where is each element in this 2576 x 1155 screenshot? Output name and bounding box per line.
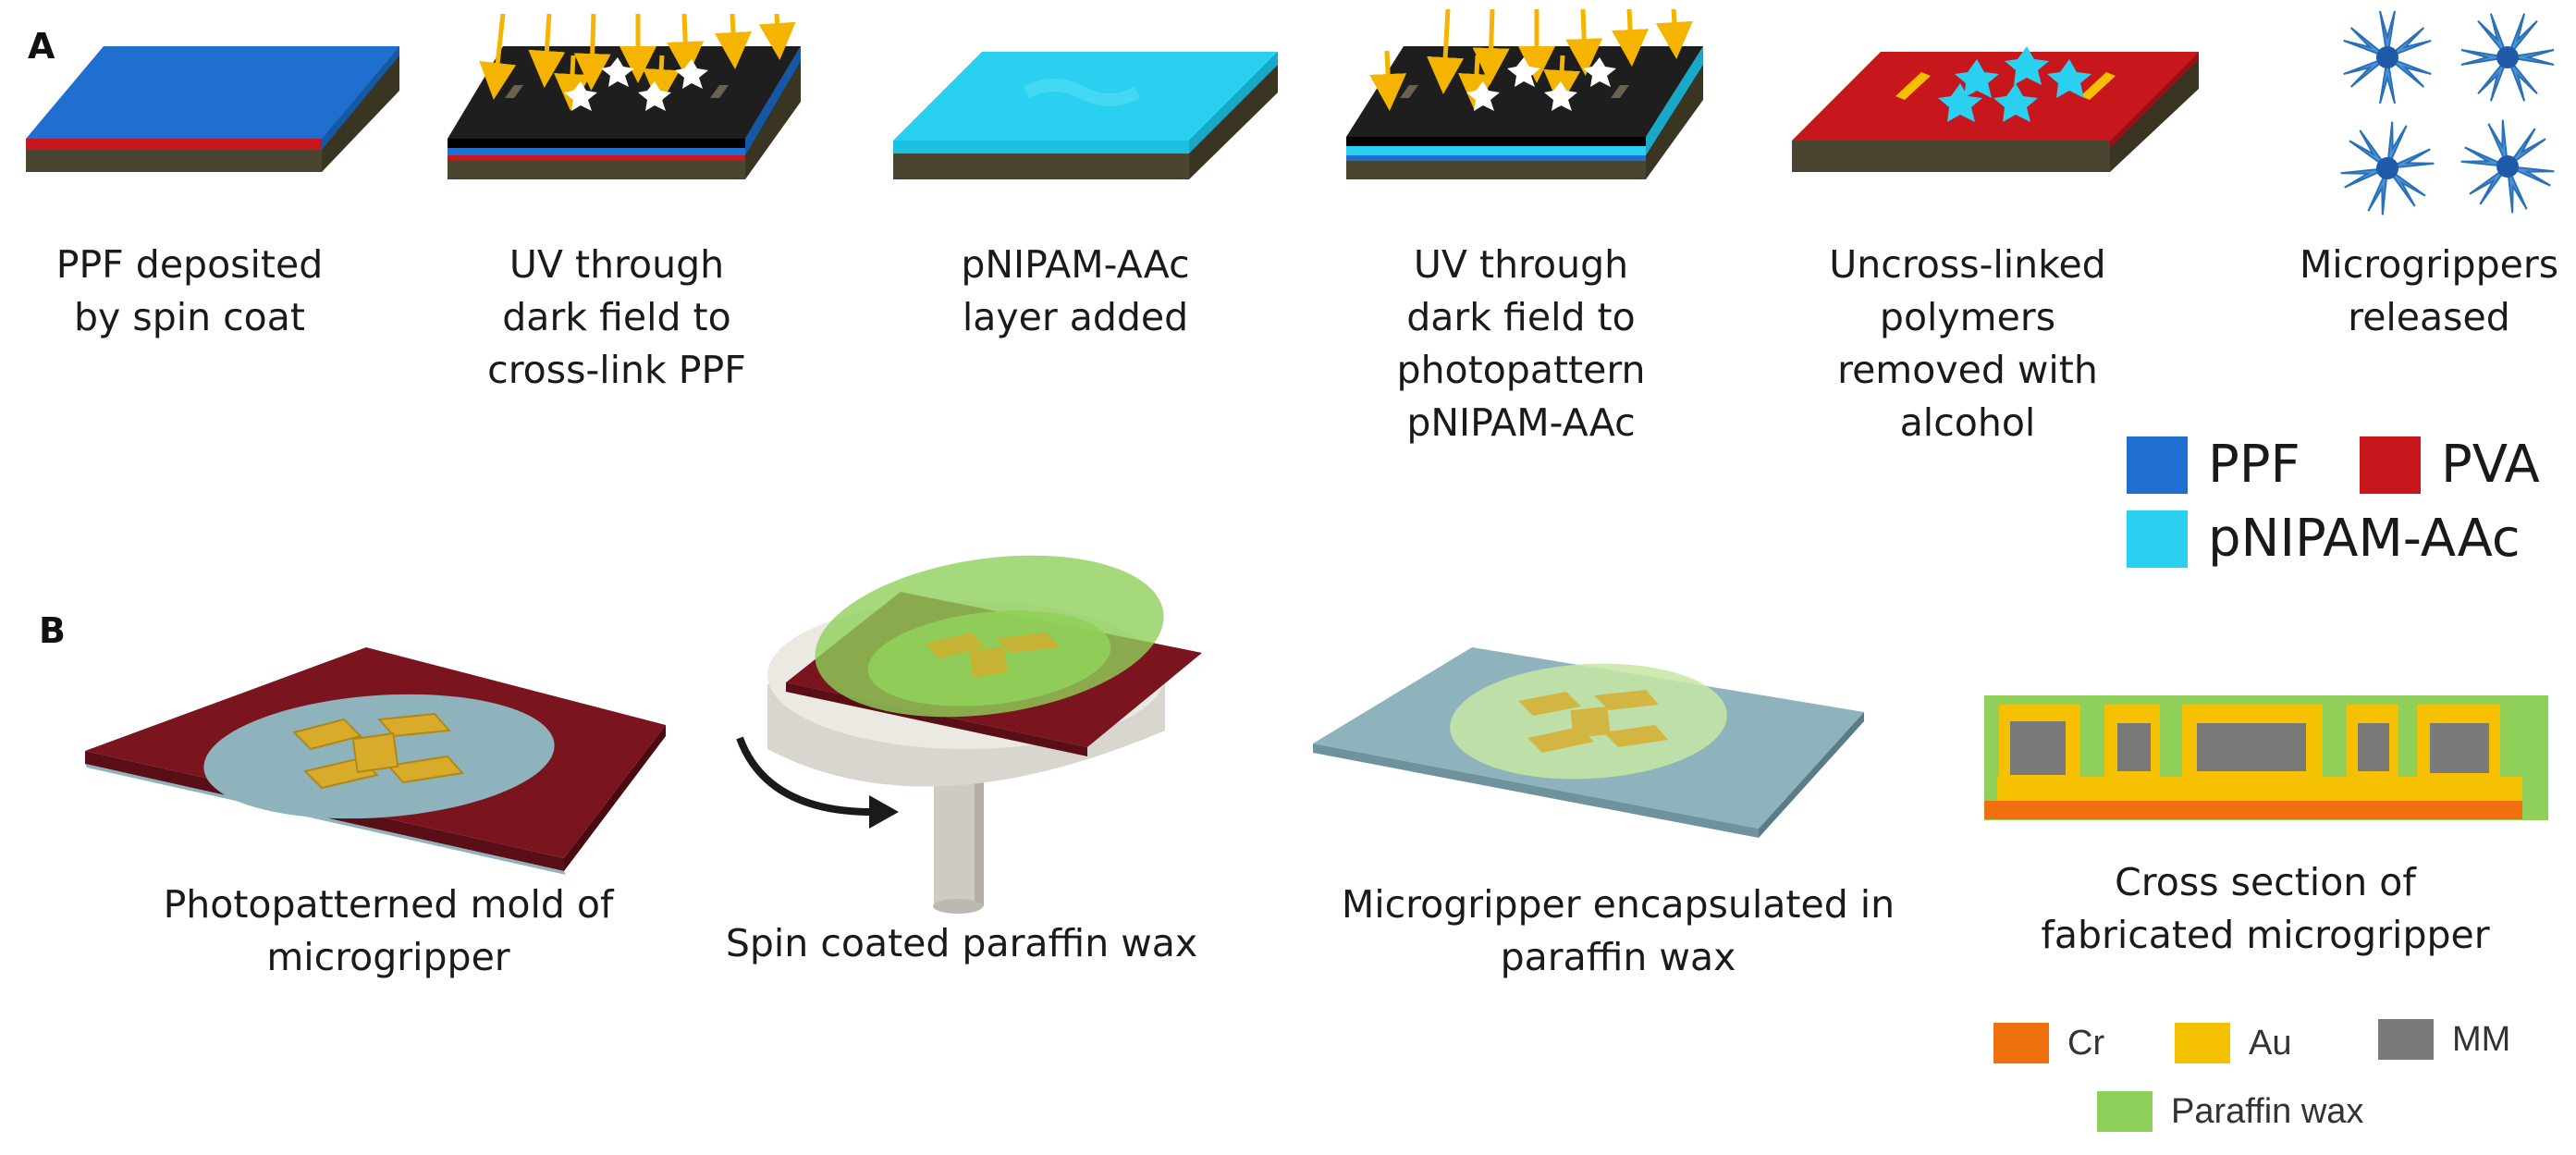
- pattern-stars-step-2: [564, 57, 708, 111]
- microgripper-star-4: [2460, 119, 2555, 214]
- legend-item-paraffin: Paraffin wax: [2097, 1091, 2363, 1132]
- microgripper-star-3: [2340, 121, 2435, 215]
- legend-swatch-cr: [1993, 1023, 2049, 1063]
- cross-section: [1984, 695, 2548, 820]
- panel-a-label: A: [28, 26, 55, 67]
- slab-step-1: [26, 46, 399, 172]
- legend-item-pva: PVA: [2360, 435, 2540, 495]
- legend-item-cr: Cr: [1993, 1023, 2104, 1063]
- uv-arrows-step-4: [1369, 8, 1693, 111]
- spin-coater: [767, 555, 1202, 914]
- encapsulated-gripper: [1518, 690, 1668, 753]
- spin-direction-arrow: [736, 736, 879, 817]
- microgripper-star-1: [2343, 10, 2432, 104]
- pattern-stars-step-4: [1466, 57, 1616, 111]
- legend-swatch-mm: [2378, 1019, 2434, 1060]
- mold-gripper-pattern: [292, 712, 464, 790]
- microgripper-star-2: [2460, 13, 2555, 102]
- pnipam-stars-step-5: [1938, 46, 2091, 122]
- legend-item-mm: MM: [2378, 1019, 2510, 1060]
- slab-step-2: [448, 46, 801, 179]
- slab-step-5: [1792, 52, 2199, 172]
- spin-arrowhead: [869, 795, 899, 829]
- legend-item-ppf: PPF: [2127, 435, 2300, 495]
- legend-swatch-pva: [2360, 436, 2421, 494]
- legend-item-au: Au: [2175, 1023, 2291, 1063]
- caption-b-2: Spin coated paraffin wax: [725, 921, 1198, 965]
- legend-swatch-ppf: [2127, 436, 2188, 494]
- legend-swatch-pnipam: [2127, 510, 2188, 568]
- panel-b-label: B: [39, 610, 66, 651]
- slab-step-3: [893, 52, 1278, 179]
- legend-swatch-au: [2175, 1023, 2230, 1063]
- uv-arrows-step-2: [479, 13, 796, 111]
- legend-item-pnipam: pNIPAM-AAc: [2127, 509, 2521, 569]
- legend-swatch-paraffin: [2097, 1091, 2153, 1132]
